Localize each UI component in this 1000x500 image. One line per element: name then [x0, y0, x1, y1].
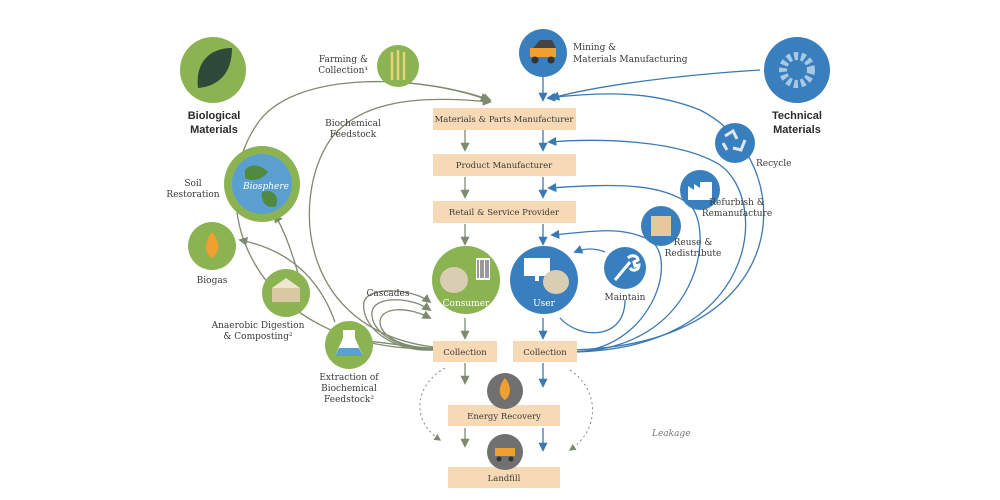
- extraction-label-line3: Feedstock²: [324, 395, 374, 405]
- retail-service-label: Retail & Service Provider: [449, 208, 560, 218]
- technical-source-arrow: [550, 69, 761, 101]
- svg-text:Biochemical: Biochemical: [325, 119, 381, 129]
- svg-text:Restoration: Restoration: [166, 190, 219, 200]
- flame-icon: [499, 378, 510, 400]
- farming-node: Farming & Collection¹: [318, 45, 419, 87]
- technical-title-line1: Technical: [772, 110, 822, 122]
- cascade-arrow-1: [379, 309, 434, 349]
- maintain-node: Maintain: [604, 247, 646, 303]
- soil-restoration-label: Soil Restoration: [166, 179, 219, 200]
- cascade-arrow-3: [363, 290, 434, 351]
- refurbish-label-line1: Refurbish &: [709, 198, 764, 208]
- farming-label-line2: Collection¹: [318, 66, 368, 76]
- maintain-loop-line: [559, 299, 626, 334]
- recycle-node: Recycle: [715, 123, 791, 169]
- energy-recovery-icon-node: [487, 373, 523, 409]
- gear-icon: [779, 52, 815, 88]
- collection-right-label: Collection: [523, 348, 567, 358]
- anaerobic-label-line1: Anaerobic Digestion: [211, 321, 305, 331]
- energy-recovery-box: Energy Recovery: [448, 405, 560, 426]
- landfill-icon-node: [487, 434, 523, 470]
- user-node: User: [510, 246, 578, 314]
- recycle-loop-arrow: [547, 136, 747, 353]
- maintain-label: Maintain: [605, 293, 646, 303]
- materials-parts-label: Materials & Parts Manufacturer: [435, 115, 575, 125]
- consumer-figure-icon: [440, 267, 468, 293]
- reuse-label-line2: Redistribute: [665, 249, 722, 259]
- refurbish-loop-arrow: [547, 183, 701, 353]
- collection-right-box: Collection: [513, 341, 577, 362]
- biosphere-label: Biosphere: [242, 182, 289, 192]
- recycle-label: Recycle: [756, 159, 791, 169]
- leaf-icon: [197, 48, 232, 88]
- mining-label-line1: Mining &: [573, 43, 616, 53]
- extraction-node: Extraction of Biochemical Feedstock²: [319, 321, 379, 405]
- extraction-label-line2: Biochemical: [321, 384, 377, 394]
- energy-recovery-label: Energy Recovery: [467, 412, 541, 422]
- cascade-arrow-2: [371, 299, 434, 350]
- reuse-label-line1: Reuse &: [674, 238, 713, 248]
- extraction-label-line1: Extraction of: [319, 373, 379, 383]
- refurbish-node: Refurbish & Remanufacture: [680, 170, 772, 219]
- leakage-label: Leakage: [651, 429, 691, 439]
- materials-parts-box: Materials & Parts Manufacturer: [433, 108, 576, 130]
- mining-truck-icon: [530, 48, 556, 57]
- box-icon: [651, 216, 671, 236]
- collection-left-box: Collection: [433, 341, 497, 362]
- biosphere-node: Biosphere: [224, 146, 300, 222]
- leakage-left-dotted-arrow: [419, 367, 446, 441]
- farming-label-line1: Farming &: [319, 55, 368, 65]
- product-manufacturer-box: Product Manufacturer: [433, 154, 576, 176]
- reuse-node: Reuse & Redistribute: [641, 206, 721, 259]
- product-manufacturer-label: Product Manufacturer: [456, 161, 553, 171]
- biochemical-feedstock-arrow: [308, 96, 492, 348]
- anaerobic-label-line2: & Composting²: [223, 332, 293, 342]
- consumer-label: Consumer: [443, 299, 490, 309]
- wheat-icon: [390, 50, 406, 80]
- svg-text:Feedstock: Feedstock: [330, 130, 377, 140]
- user-figure-icon: [543, 270, 569, 294]
- biological-materials-node: Biological Materials: [180, 37, 246, 136]
- mining-label-line2: Materials Manufacturing: [573, 55, 688, 65]
- biogas-node: Biogas: [188, 222, 236, 286]
- technical-materials-node: Technical Materials: [764, 37, 830, 136]
- mining-node: Mining & Materials Manufacturing: [519, 29, 688, 77]
- technical-title-line2: Materials: [773, 124, 821, 136]
- cascades-label: Cascades: [367, 289, 410, 299]
- user-label: User: [533, 299, 556, 309]
- farming-to-materials-arrow: [394, 81, 490, 102]
- collection-left-label: Collection: [443, 348, 487, 358]
- factory-icon: [688, 182, 712, 200]
- wrench-icon: [613, 254, 641, 281]
- consumer-node: Consumer: [432, 246, 500, 314]
- svg-text:Soil: Soil: [184, 179, 201, 189]
- leakage-right-dotted-arrow: [568, 369, 593, 451]
- compost-icon: [272, 288, 300, 302]
- anaerobic-node: Anaerobic Digestion & Composting²: [211, 269, 310, 342]
- refurbish-label-line2: Remanufacture: [702, 209, 772, 219]
- biogas-flame-icon: [206, 232, 219, 258]
- recycle-icon: [721, 128, 747, 152]
- maintain-to-user-arrow: [573, 245, 606, 254]
- monitor-icon: [524, 258, 550, 276]
- biological-title-line2: Materials: [190, 124, 238, 136]
- landfill-label: Landfill: [488, 474, 521, 484]
- landfill-box: Landfill: [448, 467, 560, 488]
- dump-truck-icon: [495, 448, 515, 456]
- center-flows: [419, 130, 593, 452]
- biological-title-line1: Biological: [188, 110, 241, 122]
- anaerobic-to-biogas-arrow: [238, 236, 336, 323]
- biochemical-feedstock-label: Biochemical Feedstock: [325, 119, 381, 140]
- biogas-label: Biogas: [197, 276, 228, 286]
- retail-service-box: Retail & Service Provider: [433, 201, 576, 223]
